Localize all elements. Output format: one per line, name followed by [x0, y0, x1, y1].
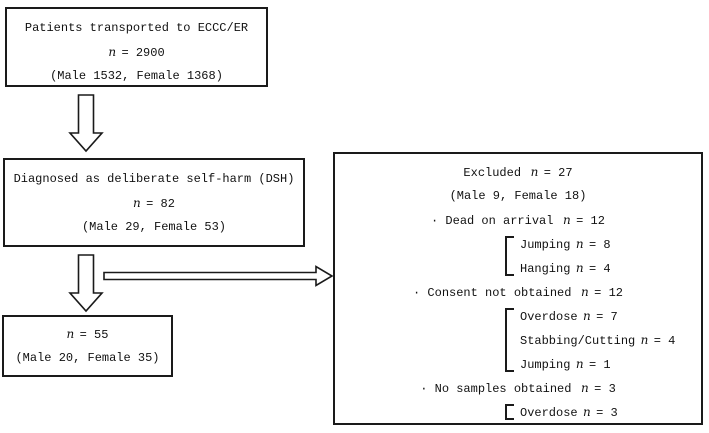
n-variable: n [640, 333, 649, 347]
group-consent-not-obtained: Overdose n = 7 Stabbing/Cutting n = 4 Jumpin… [505, 304, 701, 376]
transported-sex-split-text: (Male 1532, Female 1368) [50, 69, 223, 83]
subitem-jumping: Jumping n = 1 [520, 352, 675, 376]
bullet-dead-on-arrival: · Dead on arrival n = 12 [335, 208, 701, 232]
n-value: = 55 [79, 328, 109, 342]
bracket-icon [505, 404, 516, 420]
subitem-label: Jumping [520, 238, 571, 252]
subitem-stabbing-cutting: Stabbing/Cutting n = 4 [520, 328, 675, 352]
bracket-icon [505, 308, 516, 372]
n-value: = 12 [594, 286, 623, 300]
n-value: = 8 [588, 238, 611, 252]
excluded-title: Excluded n = 27 [335, 160, 701, 184]
n-variable: n [581, 381, 589, 395]
dsh-title-text: Diagnosed as deliberate self-harm (DSH) [13, 171, 295, 186]
bullet-no-samples-obtained: · No samples obtained n = 3 [335, 376, 701, 400]
down-arrow-1-icon [68, 94, 104, 153]
subitem-overdose: Overdose n = 7 [520, 304, 675, 328]
n-value: = 3 [594, 382, 616, 396]
box-patients-transported: Patients transported to ECCC/ER n= 2900 … [5, 7, 268, 87]
subitem-label: Hanging [520, 262, 571, 276]
subitem-label: Overdose [520, 406, 578, 420]
n-variable: n [530, 165, 539, 179]
dsh-sex-split: (Male 29, Female 53) [5, 215, 303, 239]
bullet-consent-not-obtained: · Consent not obtained n = 12 [335, 280, 701, 304]
group-no-samples-obtained: Overdose n = 3 [505, 400, 701, 424]
subitem-label: Stabbing/Cutting [520, 334, 636, 348]
down-arrow-2-icon [68, 254, 104, 313]
n-value: = 3 [596, 406, 618, 420]
right-arrow-icon [103, 265, 334, 287]
n-variable: n [583, 309, 591, 323]
n-value: = 4 [653, 334, 676, 348]
group-dead-on-arrival: Jumping n = 8 Hanging n = 4 [505, 232, 701, 280]
bracket-icon [505, 236, 516, 276]
n-value: = 12 [576, 214, 605, 228]
dsh-title: Diagnosed as deliberate self-harm (DSH) [5, 167, 303, 191]
transported-sex-split: (Male 1532, Female 1368) [7, 64, 266, 88]
subitem-overdose: Overdose n = 3 [520, 400, 618, 424]
box-dsh-diagnosed: Diagnosed as deliberate self-harm (DSH) … [3, 158, 305, 247]
final-count: n = 55 [4, 322, 171, 346]
n-variable: n [575, 357, 584, 371]
transported-count: n = 2900 [7, 40, 266, 64]
n-value: = 27 [543, 166, 573, 180]
subitem-label: Overdose [520, 310, 578, 324]
n-variable: n [563, 213, 571, 227]
excluded-sex-split: (Male 9, Female 18) [335, 184, 701, 208]
n-variable: n [575, 261, 584, 275]
n-value: = 4 [588, 262, 611, 276]
box-analyzed-sample: n = 55 (Male 20, Female 35) [2, 315, 173, 377]
subitem-label: Jumping [520, 358, 571, 372]
n-variable: n [575, 237, 584, 251]
n-variable: n [133, 195, 141, 210]
transported-title: Patients transported to ECCC/ER [7, 16, 266, 40]
bullet-label: · No samples obtained [420, 382, 572, 396]
subitem-jumping: Jumping n = 8 [520, 232, 611, 256]
n-value: = 82 [146, 196, 175, 211]
n-variable: n [583, 405, 591, 419]
n-value: = 1 [588, 358, 611, 372]
final-sex-split-text: (Male 20, Female 35) [15, 351, 160, 365]
transported-title-text: Patients transported to ECCC/ER [24, 21, 249, 35]
bullet-label: · Dead on arrival [431, 214, 554, 228]
bullet-label: · Consent not obtained [413, 286, 572, 300]
n-variable: n [66, 327, 75, 341]
dsh-sex-split-text: (Male 29, Female 53) [81, 219, 227, 234]
n-value: = 7 [596, 310, 618, 324]
excluded-title-text: Excluded [463, 166, 522, 180]
n-value: = 2900 [121, 46, 165, 60]
final-sex-split: (Male 20, Female 35) [4, 346, 171, 370]
n-variable: n [581, 285, 589, 299]
box-excluded: Excluded n = 27 (Male 9, Female 18) · Dead… [333, 152, 703, 425]
dsh-count: n = 82 [5, 191, 303, 215]
n-variable: n [108, 45, 117, 59]
excluded-sex-split-text: (Male 9, Female 18) [449, 189, 587, 203]
subitem-hanging: Hanging n = 4 [520, 256, 611, 280]
